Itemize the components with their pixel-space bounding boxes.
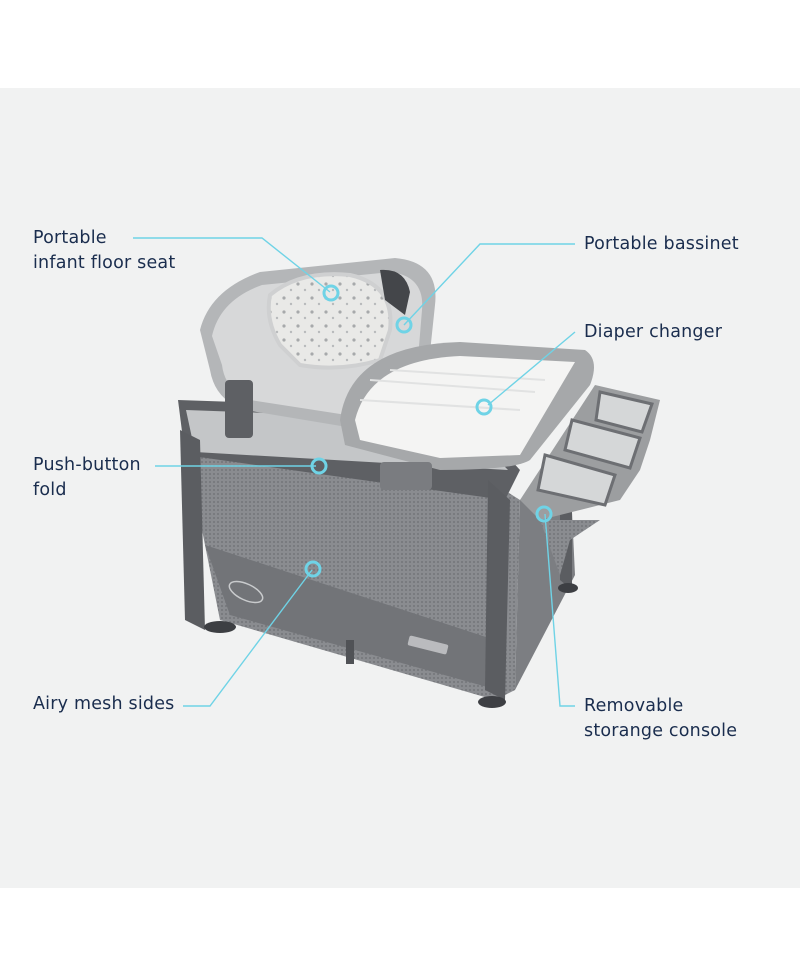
callout-push-button: Push-button fold [33, 453, 141, 503]
callout-lines [133, 237, 576, 707]
line-diaper-changer [487, 331, 576, 406]
callout-mesh-sides: Airy mesh sides [33, 692, 175, 717]
line-infant-seat [133, 237, 331, 293]
callout-bassinet: Portable bassinet [584, 232, 739, 257]
storage-console [520, 385, 660, 575]
callout-diaper-changer-label: Diaper changer [584, 322, 723, 342]
callout-bassinet-label: Portable bassinet [584, 234, 739, 254]
marker-infant-seat [322, 284, 340, 302]
callout-storage-line1: Removable [584, 696, 684, 716]
callout-push-button-line2: fold [33, 480, 67, 500]
marker-diaper-changer [475, 398, 493, 416]
callout-storage-console: Removable storange console [584, 694, 737, 744]
marker-bassinet [395, 316, 413, 334]
line-storage [544, 513, 575, 707]
callout-diaper-changer: Diaper changer [584, 320, 722, 345]
callout-markers [304, 284, 553, 578]
line-bassinet [403, 243, 575, 326]
callout-infant-seat: Portable infant floor seat [33, 226, 175, 276]
callout-push-button-line1: Push-button [33, 455, 141, 475]
graco-logo [228, 580, 264, 604]
callout-mesh-sides-label: Airy mesh sides [33, 694, 175, 714]
marker-push-button [310, 457, 328, 475]
line-mesh-sides [183, 569, 313, 707]
callout-infant-seat-line1: Portable [33, 228, 107, 248]
marker-storage [535, 505, 553, 523]
callout-storage-line2: storange console [584, 721, 738, 741]
diaper-changer-pad [340, 342, 594, 490]
marker-mesh-sides [304, 560, 322, 578]
callout-infant-seat-line2: infant floor seat [33, 253, 176, 273]
pack-n-play-logo [407, 635, 449, 655]
